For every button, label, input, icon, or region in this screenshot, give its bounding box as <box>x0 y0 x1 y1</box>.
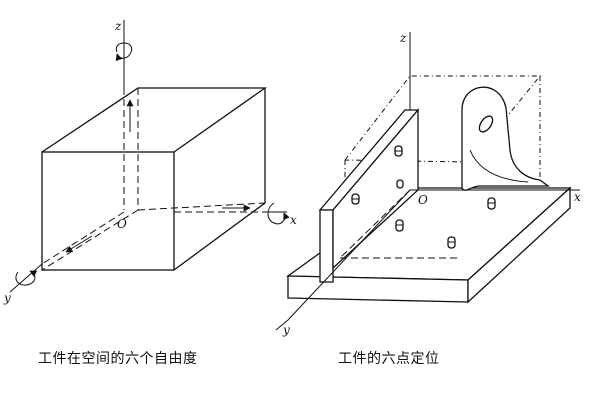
right-y-axis-tail <box>275 319 289 331</box>
left-y-axis-outer <box>9 263 43 293</box>
cube-hidden-edge-left <box>41 209 139 271</box>
left-y-translation-arrow <box>65 235 93 253</box>
cube-hidden-edge-back <box>137 202 266 211</box>
caption-six-point-locating: 工件的六点定位 <box>338 351 440 367</box>
base-plate <box>286 186 572 304</box>
caption-six-degrees-of-freedom: 工件在空间的六个自由度 <box>38 351 198 367</box>
left-y-label: y <box>3 291 11 305</box>
left-z-rotation-icon <box>115 42 133 62</box>
left-x-label: x <box>290 213 297 227</box>
left-y-axis <box>41 211 125 265</box>
locating-pin-1 <box>394 145 403 157</box>
lug-hole <box>478 115 494 133</box>
right-hidden-edge-2 <box>339 189 411 259</box>
right-locating-figure: z x <box>275 31 581 337</box>
locating-pins <box>351 145 496 249</box>
locating-pin-5 <box>447 236 456 249</box>
right-x-label: x <box>574 190 581 204</box>
right-y-label: y <box>282 323 290 337</box>
left-z-label: z <box>114 19 122 33</box>
locating-pin-4 <box>395 219 404 232</box>
left-x-rotation-icon <box>267 202 290 225</box>
upright-lug <box>461 86 550 191</box>
cube-front-face <box>41 151 175 271</box>
locating-pin-2 <box>351 193 360 205</box>
locating-pin-6 <box>487 197 496 210</box>
right-y-axis <box>287 189 411 321</box>
cube-right-face <box>173 88 266 271</box>
right-z-label: z <box>399 31 407 45</box>
left-cube-figure: z x y O <box>3 19 297 305</box>
left-origin-label: O <box>117 217 127 231</box>
cube-top-face <box>41 87 268 153</box>
left-y-rotation-icon <box>15 270 38 286</box>
right-origin-label: O <box>418 193 428 207</box>
locating-pin-3 <box>396 179 404 189</box>
